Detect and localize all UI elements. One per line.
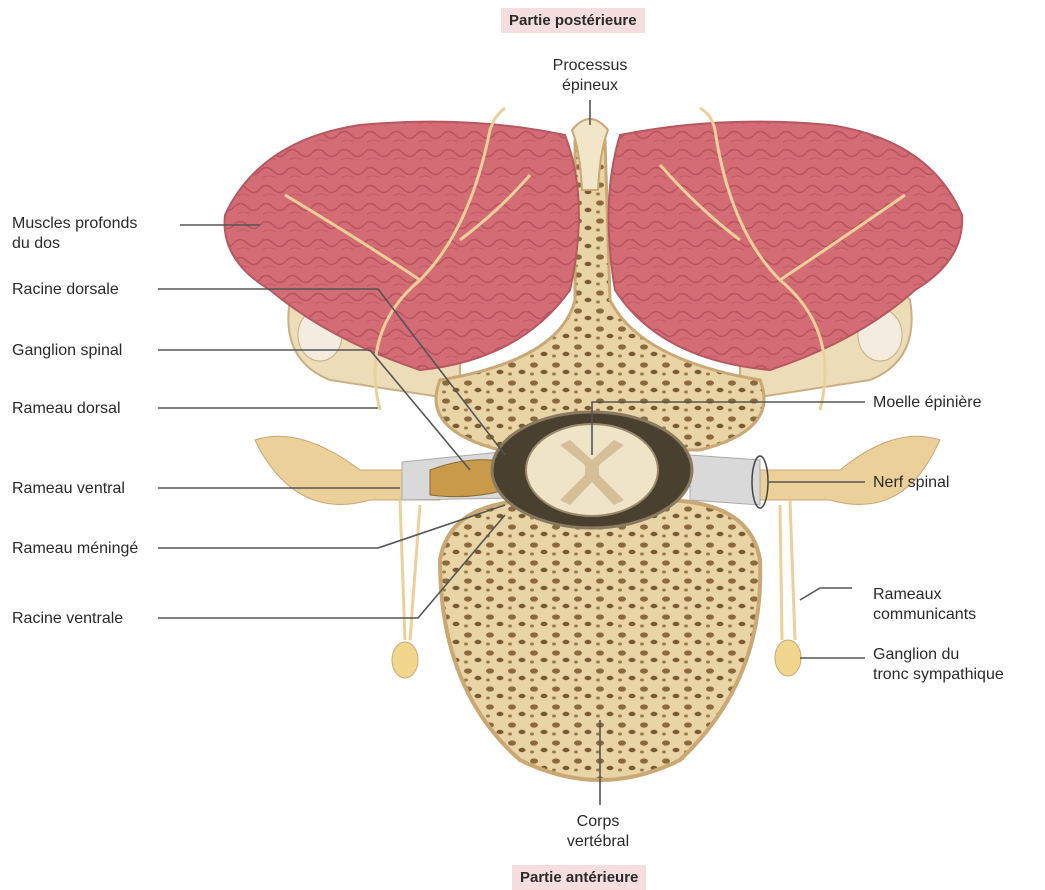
label-racine-ventrale: Racine ventrale: [12, 609, 123, 629]
label-ganglion-tronc: Ganglion du tronc sympathique: [873, 645, 1004, 685]
label-rameaux-communicants: Rameaux communicants: [873, 585, 976, 625]
label-ganglion-spinal: Ganglion spinal: [12, 341, 122, 361]
label-rameau-dorsal: Rameau dorsal: [12, 399, 121, 419]
label-processus-epineux: Processus épineux: [535, 56, 645, 96]
orientation-bottom-label: Partie antérieure: [512, 865, 646, 890]
orientation-top-label: Partie postérieure: [501, 8, 645, 33]
label-racine-dorsale: Racine dorsale: [12, 280, 119, 300]
label-rameau-ventral: Rameau ventral: [12, 479, 125, 499]
muscle-left: [225, 122, 579, 370]
label-rameau-meninge: Rameau méningé: [12, 539, 138, 559]
label-corps-vertebral: Corps vertébral: [548, 812, 648, 852]
label-muscles-profonds: Muscles profonds du dos: [12, 214, 137, 254]
label-moelle-epiniere: Moelle épinière: [873, 393, 982, 413]
label-nerf-spinal: Nerf spinal: [873, 473, 949, 493]
